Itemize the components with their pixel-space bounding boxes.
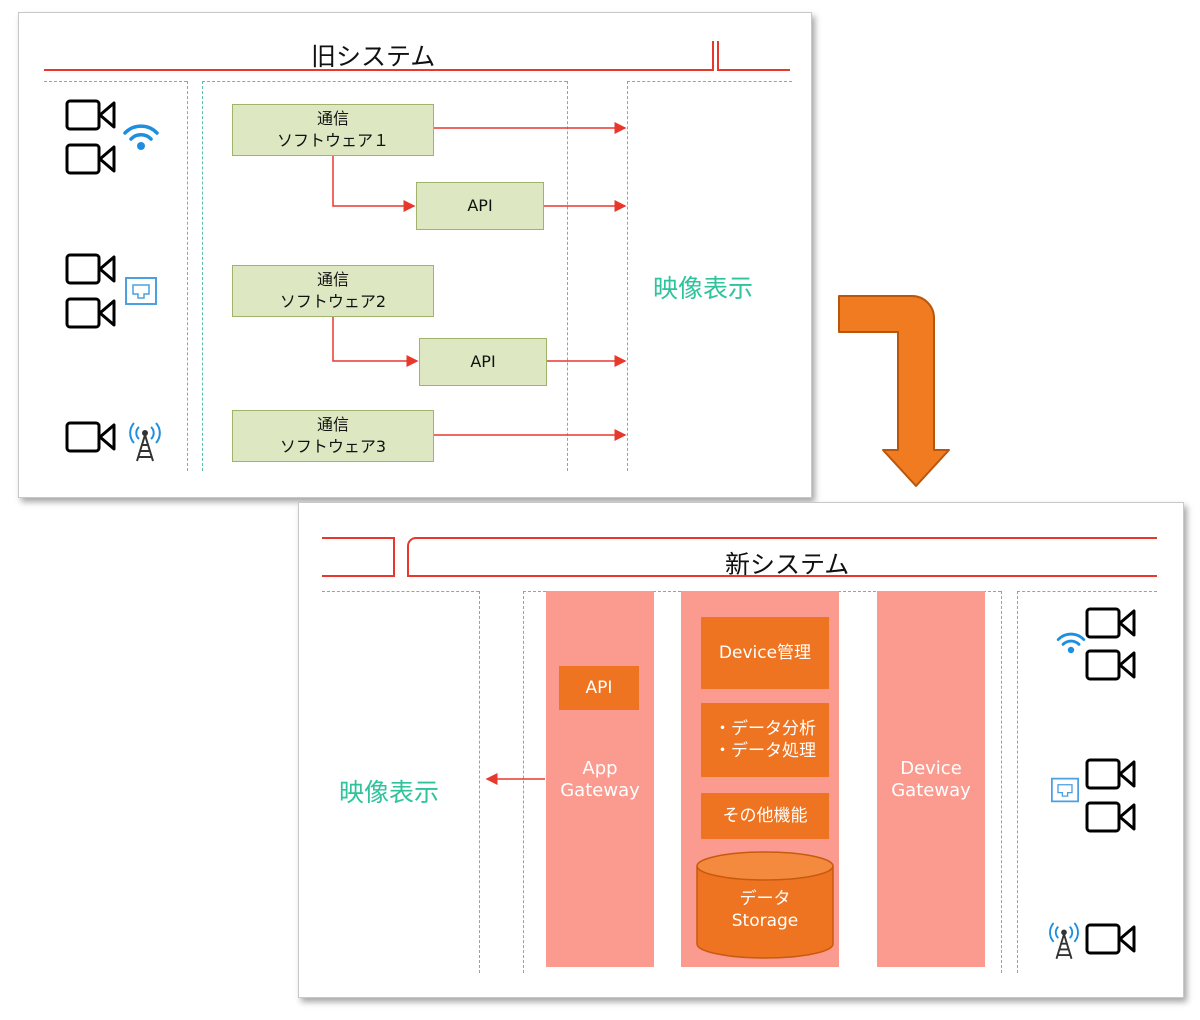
- ethernet-icon: [1051, 777, 1079, 803]
- wifi-icon: [123, 124, 159, 150]
- comm-software-3-line2: ソフトウェア3: [279, 437, 387, 456]
- ethernet-icon: [125, 277, 157, 305]
- other-functions-box: その他機能: [701, 793, 829, 839]
- new-system-panel: 新システム API App Gateway Device管理 ・データ分析 ・デ…: [298, 502, 1184, 998]
- data-storage-label: データ Storage: [695, 888, 835, 932]
- app-gateway-label-line2: Gateway: [560, 780, 640, 801]
- camera-icon: [65, 143, 116, 175]
- old-video-display-label: 映像表示: [653, 274, 754, 303]
- new-system-title-bar: [322, 537, 1157, 577]
- camera-icon: [1085, 649, 1136, 681]
- comm-software-3-line1: 通信: [316, 415, 349, 434]
- comm-software-2-box: 通信ソフトウェア2: [232, 265, 434, 317]
- zone-border-top-software: [202, 81, 567, 82]
- migration-arrow: [838, 295, 950, 487]
- app-gateway-to-display-arrow: [485, 773, 545, 785]
- comm-software-2-line2: ソフトウェア2: [279, 292, 387, 311]
- old-system-panel: 旧システム 通信ソフトウェア１ API 通信ソフトウェア2: [18, 12, 812, 498]
- app-gateway-column: [546, 591, 654, 967]
- camera-icon: [1085, 758, 1136, 790]
- data-analysis-line1: ・データ分析: [714, 719, 816, 739]
- app-gateway-api-box: API: [559, 666, 639, 710]
- zone-border-display: [627, 81, 628, 471]
- antenna-icon: [129, 422, 161, 462]
- zone-border-cloud-left: [523, 591, 524, 973]
- api-box-2-label: API: [470, 352, 496, 371]
- comm-software-1-line1: 通信: [316, 109, 349, 128]
- zone-border-top-display: [322, 591, 479, 592]
- camera-icon: [1085, 923, 1136, 955]
- camera-icon: [65, 421, 116, 453]
- data-analysis-line2: ・データ処理: [714, 741, 816, 761]
- device-management-box: Device管理: [701, 617, 829, 689]
- zone-border-software-left: [202, 81, 203, 471]
- zone-border-devices: [1017, 591, 1018, 973]
- new-system-title: 新システム: [725, 550, 850, 579]
- app-gateway-api-label: API: [585, 678, 613, 698]
- camera-icon: [65, 297, 116, 329]
- device-gateway-label-line1: Device: [900, 758, 962, 779]
- device-management-label: Device管理: [718, 643, 812, 663]
- zone-border-software-right: [567, 81, 568, 471]
- comm-software-2-line1: 通信: [316, 270, 349, 289]
- device-gateway-column: [877, 591, 985, 967]
- old-system-title: 旧システム: [311, 42, 436, 71]
- zone-border-top-devices: [1017, 591, 1157, 592]
- comm-software-1-box: 通信ソフトウェア１: [232, 104, 434, 156]
- app-gateway-label-line1: App: [582, 758, 618, 779]
- old-system-connectors: [332, 122, 627, 441]
- camera-icon: [1085, 607, 1136, 639]
- zone-border-cloud-right: [1001, 591, 1002, 973]
- api-box-1: API: [416, 182, 544, 230]
- antenna-icon: [1049, 922, 1079, 960]
- old-system-title-bar: [44, 41, 790, 71]
- device-gateway-label-line2: Gateway: [891, 780, 971, 801]
- camera-icon: [1085, 801, 1136, 833]
- comm-software-3-box: 通信ソフトウェア3: [232, 410, 434, 462]
- app-gateway-label: App Gateway: [546, 758, 654, 802]
- api-box-1-label: API: [467, 196, 493, 215]
- zone-border-top-devices: [44, 81, 187, 82]
- camera-icon: [65, 99, 116, 131]
- zone-border-display: [479, 591, 480, 973]
- wifi-icon: [1056, 632, 1086, 654]
- device-gateway-label: Device Gateway: [877, 758, 985, 802]
- data-analysis-box: ・データ分析 ・データ処理: [701, 703, 829, 777]
- camera-icon: [65, 253, 116, 285]
- new-video-display-label: 映像表示: [339, 778, 440, 807]
- comm-software-1-line2: ソフトウェア１: [276, 131, 389, 150]
- zone-border-devices: [187, 81, 188, 471]
- data-storage-line1: データ: [739, 889, 791, 909]
- zone-border-top-display: [627, 81, 792, 82]
- other-functions-label: その他機能: [722, 806, 808, 826]
- data-storage-line2: Storage: [731, 911, 799, 931]
- api-box-2: API: [419, 338, 547, 386]
- data-storage-cylinder: [696, 851, 834, 959]
